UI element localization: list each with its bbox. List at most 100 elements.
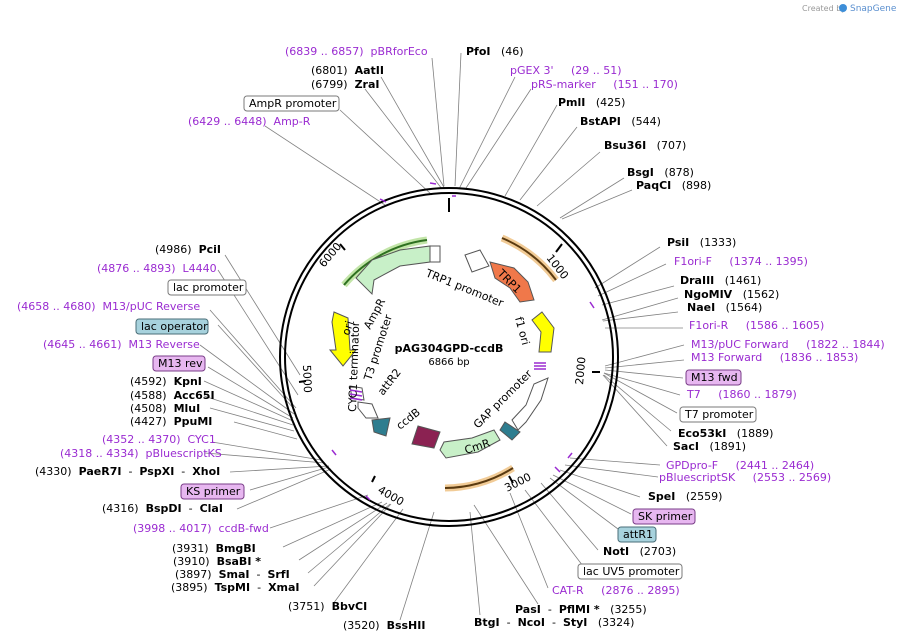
site-label-part: StyI	[563, 616, 587, 629]
backbone-outer	[279, 187, 619, 527]
site-label-part: ClaI	[200, 502, 223, 515]
site-label-part: pBluescriptSK (2553 .. 2569)	[659, 471, 831, 484]
site-label-pbluescriptsk: pBluescriptSK (2553 .. 2569)	[659, 471, 831, 484]
snapgene-logo-icon	[839, 4, 847, 12]
site-label-part: (4352 .. 4370) CYC1	[102, 433, 216, 446]
site-label-part: BsaBI *	[217, 555, 262, 568]
site-label-part: (4592)	[130, 375, 174, 388]
lac-uv5-box-frame	[577, 563, 683, 580]
site-label-bsshii: (3520) BssHII	[343, 619, 425, 632]
lac-promoter-box-frame	[167, 279, 247, 296]
site-label-psii: PsiI (1333)	[667, 236, 736, 249]
site-label-part: Eco53kI	[678, 427, 726, 440]
site-label-l4440: (4876 .. 4893) L4440	[97, 262, 217, 275]
leader-lines	[199, 52, 685, 621]
site-label-part: (4986)	[155, 243, 199, 256]
site-label-part: SacI	[673, 440, 699, 453]
site-label-part: (3255)	[600, 603, 647, 616]
site-label-part: (3324)	[587, 616, 634, 629]
site-label-part: XhoI	[192, 465, 220, 478]
site-label-part: (46)	[491, 45, 524, 58]
site-label-part: pGEX 3' (29 .. 51)	[510, 64, 622, 77]
site-label-noti: NotI (2703)	[603, 545, 676, 558]
site-label-part: PciI	[199, 243, 221, 256]
site-label-part: PmlI	[558, 96, 585, 109]
site-label-bbvci: (3751) BbvCI	[288, 600, 367, 613]
site-label-part: SrfI	[267, 568, 289, 581]
site-label-part: pRS-marker (151 .. 170)	[531, 78, 678, 91]
site-label-part: PaeR7I	[79, 465, 122, 478]
tick-label-2000: 2000	[573, 356, 588, 385]
attr1-box-frame	[617, 526, 657, 543]
lac-uv5-box: lac UV5 promoter	[583, 565, 680, 578]
site-label-saci: SacI (1891)	[673, 440, 746, 453]
site-label-ngomiv: NgoMIV (1562)	[684, 288, 779, 301]
ampr-promoter-shape	[429, 245, 441, 263]
lac-promoter-box: lac promoter	[173, 281, 244, 294]
site-label-part: MluI	[174, 402, 201, 415]
orf-line-trp1	[501, 237, 557, 281]
site-label-part: DraIII	[680, 274, 714, 287]
site-label-part: (4330)	[35, 465, 79, 478]
site-label-pasi: PasI - PflMI * (3255)	[515, 603, 647, 616]
site-label-part: (4658 .. 4680) M13/pUC Reverse	[17, 300, 200, 313]
ori-shape	[328, 311, 358, 367]
feature-label-attr2: attR2	[375, 366, 404, 398]
m13-rev-box: M13 rev	[158, 357, 203, 370]
site-label-mlui: (4508) MluI	[130, 402, 200, 415]
ccdb-shape	[411, 425, 441, 449]
site-label-part: (4427)	[130, 415, 174, 428]
site-label-part: BbvCI	[332, 600, 368, 613]
lac-operator-box-frame	[135, 318, 209, 335]
site-label-part: PfoI	[466, 45, 491, 58]
site-label-btgi: BtgI - NcoI - StyI (3324)	[474, 616, 634, 629]
site-label-part: (3910)	[173, 555, 217, 568]
site-label-pbrforeco: (6839 .. 6857) pBRforEco	[285, 45, 428, 58]
site-label-part: (3895)	[171, 581, 215, 594]
site-label-part: (1461)	[714, 274, 761, 287]
site-label-zrai: (6799) ZraI	[311, 78, 380, 91]
site-label-part: (1564)	[715, 301, 762, 314]
site-label-part: (4588)	[130, 389, 174, 402]
site-label-part: (6839 .. 6857) pBRforEco	[285, 45, 428, 58]
site-label-part: PpuMI	[174, 415, 213, 428]
attr2-shape	[371, 417, 391, 437]
site-label-part: (6801)	[311, 64, 355, 77]
site-label-cyc1-primer: (4352 .. 4370) CYC1	[102, 433, 216, 446]
plasmid-length: 6866 bp	[428, 357, 469, 368]
site-label-part: (1562)	[732, 288, 779, 301]
site-label-pmli: PmlI (425)	[558, 96, 625, 109]
site-label-part: (544)	[621, 115, 661, 128]
site-label-part: CAT-R (2876 .. 2895)	[552, 584, 680, 597]
watermark-brand: SnapGene	[850, 4, 897, 14]
site-label-part: BstAPI	[580, 115, 621, 128]
site-label-part: GPDpro-F (2441 .. 2464)	[666, 459, 814, 472]
site-label-part: (1891)	[699, 440, 746, 453]
m13-fwd-box-frame	[685, 369, 742, 386]
site-label-f1ori-r: F1ori-R (1586 .. 1605)	[689, 319, 824, 332]
site-label-ccdb-fwd: (3998 .. 4017) ccdB-fwd	[133, 522, 269, 535]
site-label-part: (6429 .. 6448) Amp-R	[188, 115, 311, 128]
ampr-shape	[355, 245, 431, 296]
primer-sites	[331, 182, 595, 501]
site-label-ppumi: (4427) PpuMI	[130, 415, 212, 428]
site-label-part: F1ori-F (1374 .. 1395)	[674, 255, 808, 268]
site-label-part: NgoMIV	[684, 288, 733, 301]
site-label-draiii: DraIII (1461)	[680, 274, 761, 287]
site-label-kpni: (4592) KpnI	[130, 375, 202, 388]
site-label-part: (4645 .. 4661) M13 Reverse	[43, 338, 200, 351]
site-label-part: (425)	[585, 96, 625, 109]
site-label-pbluescriptks: (4318 .. 4334) pBluescriptKS	[60, 447, 222, 460]
site-label-part: ZraI	[355, 78, 380, 91]
watermark-prefix: Created by	[802, 4, 846, 13]
f1-ori-shape	[531, 311, 555, 353]
site-label-paer7i: (4330) PaeR7I - PspXI - XhoI	[35, 465, 220, 478]
site-label-part: (707)	[646, 139, 686, 152]
site-label-gpdpro-f: GPDpro-F (2441 .. 2464)	[666, 459, 814, 472]
lac-operator-box: lac operator	[141, 320, 208, 333]
ks-primer-box-frame	[180, 483, 245, 500]
site-label-part: TspMI	[215, 581, 251, 594]
site-label-smai: (3897) SmaI - SrfI	[175, 568, 290, 581]
site-label-bsabi: (3910) BsaBI *	[173, 555, 261, 568]
